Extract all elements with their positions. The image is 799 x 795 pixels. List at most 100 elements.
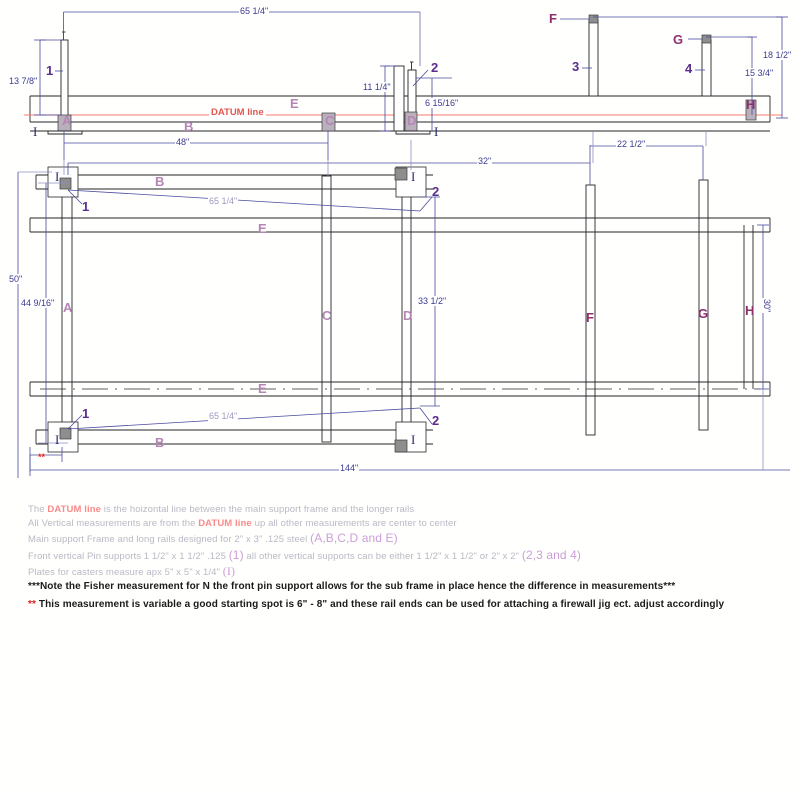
note-variable-segment: ** xyxy=(28,599,36,611)
caster-plate-i-plan-tl-pad xyxy=(59,177,72,190)
subframe-upright-elevation xyxy=(393,65,405,132)
member-h-elevation-label: H xyxy=(746,97,756,112)
member-f-plan xyxy=(585,184,596,436)
dim-144-text: 144" xyxy=(339,463,360,473)
dim-32-text: 32" xyxy=(477,156,493,166)
dim-18-5-text: 18 1/2" xyxy=(762,50,793,60)
note-vertical-segment: All Vertical measurements are from the xyxy=(28,518,199,530)
caster-plate-i-plan-bl-pad xyxy=(59,427,72,440)
post-2-elevation-label: 2 xyxy=(431,60,439,75)
member-b-plan-top-label: B xyxy=(155,174,165,189)
note-datum: The DATUM line is the hoizontal line bet… xyxy=(28,503,773,517)
note-main-frame-segment: (A,B,C,D and E) xyxy=(310,531,398,546)
post-2-plan-top-label: 2 xyxy=(432,184,440,199)
dim-6-9375-text: 6 15/16" xyxy=(424,98,460,108)
member-g-plan-label: G xyxy=(698,306,709,321)
caster-plate-i-plan-br-label: I xyxy=(411,432,416,447)
note-pin-supports-segment: all other vertical supports can be eithe… xyxy=(243,550,522,562)
note-pin-supports-segment: Front vertical Pin supports 1 1/2" x 1 1… xyxy=(28,550,229,562)
dim-50-text: 50" xyxy=(8,274,24,284)
member-b-plan-bottom-label: B xyxy=(155,435,165,450)
post-4-elevation xyxy=(701,39,712,97)
dim-30-text: 30" xyxy=(762,298,772,314)
plate-c-elevation xyxy=(321,112,336,132)
member-e-elevation-label: E xyxy=(290,96,299,111)
post-1-plan-bottom-label: 1 xyxy=(82,406,90,421)
cap-g-elevation xyxy=(701,34,712,44)
diag-65-25-upper-text: 65 1/4" xyxy=(208,196,239,206)
dim-65-25-top-text: 65 1/4" xyxy=(239,6,270,16)
member-a-plan-label: A xyxy=(63,300,73,315)
note-variable: ** This measurement is variable a good s… xyxy=(28,598,773,612)
member-g-plan xyxy=(698,179,709,431)
post-3-elevation xyxy=(588,19,599,97)
note-datum-segment: DATUM line xyxy=(47,504,102,515)
post-2-leader xyxy=(412,69,429,87)
member-d-elevation-label: D xyxy=(407,113,417,128)
member-f-elevation-label: F xyxy=(549,11,557,26)
note-vertical-segment: up all other measurements are center to … xyxy=(251,518,457,530)
member-b-elevation-label: B xyxy=(184,119,194,134)
member-c-plan-label: C xyxy=(322,308,332,323)
caster-plate-i-plan-bl-label: I xyxy=(55,432,60,447)
note-caster-plates-segment: Plates for casters measure apx 5" x 5" x… xyxy=(28,566,223,578)
dim-11-25-text: 11 1/4" xyxy=(362,82,392,92)
note-pin-supports-segment: (2,3 and 4) xyxy=(521,547,581,562)
note-vertical-segment: DATUM line xyxy=(198,518,252,530)
caster-plate-i-plan-tr-label: I xyxy=(411,169,416,184)
diag-65-25-upper xyxy=(67,189,421,212)
dim-13-875-text: 13 7/8" xyxy=(8,76,39,86)
post-1-top-leader xyxy=(67,189,83,205)
member-g-elevation-label: G xyxy=(673,32,684,47)
member-d-plan-label: D xyxy=(403,308,413,323)
member-a-elevation-label: A xyxy=(62,113,72,128)
caster-plate-i-plan-br-pad xyxy=(394,439,408,453)
post-2-bottom-leader xyxy=(419,407,433,425)
post-4-elevation-label: 4 xyxy=(685,61,693,76)
post-1-elevation xyxy=(60,39,69,123)
post-3-elevation-label: 3 xyxy=(572,59,580,74)
post-2-top-leader xyxy=(419,196,433,212)
dim-22-5-text: 22 1/2" xyxy=(616,139,647,149)
note-pin-supports: Front vertical Pin supports 1 1/2" x 1 1… xyxy=(28,548,773,564)
dim-variable-mark: ** xyxy=(38,452,46,462)
note-vertical: All Vertical measurements are from the D… xyxy=(28,517,773,531)
caster-plate-i-elevation-left-label: I xyxy=(33,124,38,139)
note-caster-plates-segment: (I) xyxy=(222,563,236,578)
post-1-elevation-label: 1 xyxy=(46,63,54,78)
member-e-plan-top-label: E xyxy=(258,221,267,236)
member-c-plan xyxy=(321,175,332,443)
member-c-elevation-label: C xyxy=(325,113,335,128)
dim-48-text: 48" xyxy=(175,137,191,147)
note-pin-supports-segment: (1) xyxy=(228,547,244,562)
notes-block: The DATUM line is the hoizontal line bet… xyxy=(28,503,773,612)
caster-plate-i-d xyxy=(395,131,431,135)
caster-plate-i-plan-tl-label: I xyxy=(55,169,60,184)
post-1-bottom-leader xyxy=(67,414,83,430)
cap-f-elevation xyxy=(588,14,599,24)
datum-line-label: DATUM line xyxy=(209,107,266,118)
plate-h-elevation xyxy=(745,99,757,121)
note-fisher-segment: ***Note the Fisher measurement for N the… xyxy=(28,581,676,593)
dim-15-75-text: 15 3/4" xyxy=(744,68,775,78)
note-caster-plates: Plates for casters measure apx 5" x 5" x… xyxy=(28,564,773,580)
note-variable-segment: This measurement is variable a good star… xyxy=(35,599,725,611)
post-1-plan-top-label: 1 xyxy=(82,199,90,214)
plan-view xyxy=(17,12,790,478)
note-datum-segment: The xyxy=(28,504,48,515)
dim-33-5-text: 33 1/2" xyxy=(417,296,448,306)
note-datum-segment: is the hoizontal line between the main s… xyxy=(101,504,415,515)
caster-plate-i-elevation-right-label: I xyxy=(434,124,439,139)
post-2-plan-bottom-label: 2 xyxy=(432,413,440,428)
note-main-frame-segment: Main support Frame and long rails design… xyxy=(28,534,311,546)
note-fisher: ***Note the Fisher measurement for N the… xyxy=(28,580,773,594)
member-e-plan-bottom-label: E xyxy=(258,381,267,396)
diag-65-25-lower xyxy=(67,407,421,430)
caster-plate-i-left xyxy=(47,131,83,135)
dim-44-5625-text: 44 9/16" xyxy=(20,298,56,308)
diag-65-25-lower-text: 65 1/4" xyxy=(208,411,239,421)
member-h-plan-label: H xyxy=(745,303,755,318)
caster-plate-i-plan-tr-pad xyxy=(394,167,408,181)
